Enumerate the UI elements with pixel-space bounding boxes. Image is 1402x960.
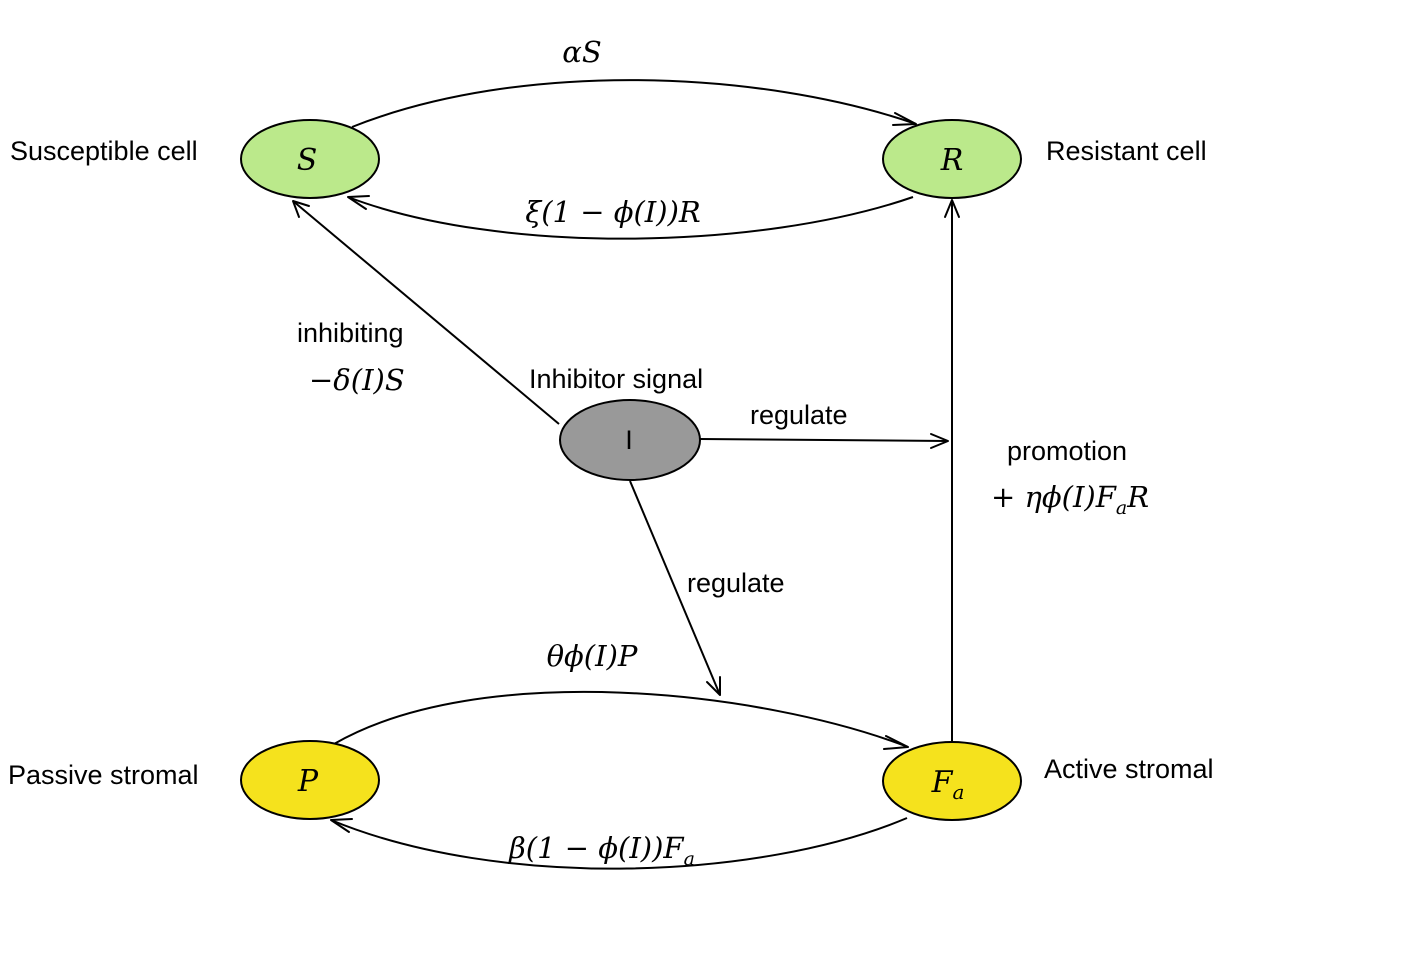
label-inhibitor-signal: Inhibitor signal [529,364,703,394]
label-susceptible-cell: Susceptible cell [10,136,198,166]
edge-i-regulate-p-to-fa-arrowhead [706,676,721,696]
node-s-label: S [297,143,318,178]
node-i-shape [559,399,701,481]
node-r: R [882,119,1022,199]
rate-fa-to-r-prefix: + ηϕ(I)F [991,480,1117,514]
label-promotion: promotion [1007,436,1127,466]
edge-r-to-s-arrowhead [347,195,370,210]
edge-i-to-s-arrowhead [292,200,310,218]
node-s: S [240,119,380,199]
edge-fa-to-p-arrowhead [330,818,353,833]
label-passive-stromal: Passive stromal [8,760,199,790]
rate-r-to-s: ξ(1 − ϕ(I))R [525,195,700,229]
node-r-shape [882,119,1022,199]
edge-fa-to-p [330,817,908,870]
edge-i-regulate-r [699,438,949,442]
label-regulate-r: regulate [750,400,848,430]
rate-fa-to-p: β(1 − ϕ(I))Fa [508,831,695,870]
edge-i-regulate-r-arrowhead [930,433,949,449]
rate-fa-to-r: + ηϕ(I)FaR [991,480,1149,519]
rate-fa-to-r-suffix: R [1126,480,1149,514]
node-r-label: R [940,143,964,178]
node-p-shape [240,740,380,820]
node-p-label: P [297,764,319,799]
label-regulate-p-to-fa: regulate [687,568,785,598]
node-fa-label: Fa [931,765,965,804]
label-inhibiting: inhibiting [297,318,404,348]
edge-i-to-s [292,200,560,425]
rate-i-to-s: −δ(I)S [309,363,405,397]
rate-fa-to-p-main: β(1 − ϕ(I))F [508,831,684,865]
edge-p-to-fa [333,690,909,748]
edge-i-regulate-p-to-fa [629,480,721,696]
edge-p-to-fa-arrowhead [883,735,909,750]
label-active-stromal: Active stromal [1044,754,1214,784]
edge-s-to-r [351,79,917,128]
node-fa-shape [882,741,1022,821]
edge-fa-to-r-arrowhead [944,199,960,218]
node-p: P [240,740,380,820]
edge-s-to-r-arrowhead [892,112,917,126]
rate-fa-to-p-subscript: a [684,848,695,870]
rate-s-to-r: αS [562,35,601,69]
node-i-label: I [625,425,633,455]
label-resistant-cell: Resistant cell [1046,136,1207,166]
rate-fa-to-r-subscript: a [1116,497,1127,519]
node-i: I [559,399,701,481]
node-fa-label-subscript: a [952,780,964,804]
node-fa-label-main: F [931,765,954,800]
node-s-shape [240,119,380,199]
edge-r-to-s [347,196,914,240]
rate-p-to-fa: θϕ(I)P [547,639,638,673]
node-fa: Fa [882,741,1022,821]
